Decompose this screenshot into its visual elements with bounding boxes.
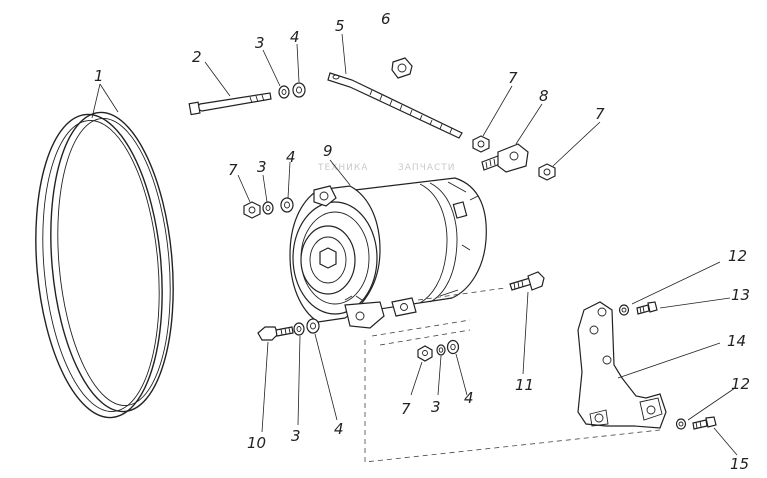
callout-11: 11 xyxy=(515,376,534,394)
assembly-lines xyxy=(364,287,661,463)
watermark-right: ЗАПЧАСТИ xyxy=(398,163,456,173)
adjusting-bracket xyxy=(481,143,529,173)
callout-12-lower: 12 xyxy=(731,375,750,393)
callout-4-upper: 4 xyxy=(290,28,300,46)
washer-spring-left xyxy=(262,201,274,215)
washer-spring-lower-left xyxy=(293,322,305,336)
callout-10: 10 xyxy=(247,434,266,452)
callout-7-left: 7 xyxy=(228,161,238,179)
drive-belt xyxy=(35,111,174,419)
callout-9: 9 xyxy=(323,142,333,160)
washer-flat-lower-mid xyxy=(446,339,460,355)
washer-spring-upper xyxy=(278,85,290,99)
callout-3-upper: 3 xyxy=(255,34,265,52)
washer-right-lower xyxy=(675,418,687,430)
bushing xyxy=(391,57,413,79)
washer-flat-upper xyxy=(292,82,306,98)
callout-numbers: 1 2 3 4 5 6 7 8 7 9 7 3 4 12 13 14 11 7 … xyxy=(94,10,750,473)
long-bolt xyxy=(188,92,272,116)
callout-13: 13 xyxy=(731,286,750,304)
callout-2: 2 xyxy=(192,48,202,66)
callout-1: 1 xyxy=(94,67,104,85)
callout-5: 5 xyxy=(335,17,345,35)
nut-left xyxy=(243,201,261,219)
callout-7-upper: 7 xyxy=(508,69,518,87)
tension-rod xyxy=(327,72,463,139)
stud xyxy=(509,271,545,291)
callout-7-lower: 7 xyxy=(401,400,411,418)
callout-3-left: 3 xyxy=(257,158,267,176)
nut-upper-right xyxy=(472,135,490,153)
callout-15: 15 xyxy=(730,455,749,473)
callout-7-right: 7 xyxy=(595,105,605,123)
nut-far-right xyxy=(538,163,556,181)
callout-3-bottom: 3 xyxy=(291,427,301,445)
washer-right-upper xyxy=(618,304,630,316)
mounting-bracket xyxy=(577,301,667,429)
callout-14: 14 xyxy=(727,332,746,350)
nut-lower xyxy=(417,345,433,362)
callout-4-bottom: 4 xyxy=(334,420,344,438)
callout-4-left: 4 xyxy=(286,148,296,166)
callout-8: 8 xyxy=(539,87,549,105)
screw-upper-right xyxy=(636,301,658,315)
leader-lines xyxy=(91,33,738,456)
bolt-lower xyxy=(257,326,294,341)
washer-flat-left xyxy=(280,197,294,213)
watermark-left: ТЕХНИКА xyxy=(317,163,368,173)
generator xyxy=(289,177,487,329)
callout-6: 6 xyxy=(381,10,391,28)
screw-lower-right xyxy=(692,416,717,430)
callout-4-lower: 4 xyxy=(464,389,474,407)
callout-3-lower: 3 xyxy=(431,398,441,416)
washer-flat-lower-left xyxy=(306,318,320,334)
washer-spring-lower-mid xyxy=(436,344,446,356)
callout-12-upper: 12 xyxy=(728,247,747,265)
